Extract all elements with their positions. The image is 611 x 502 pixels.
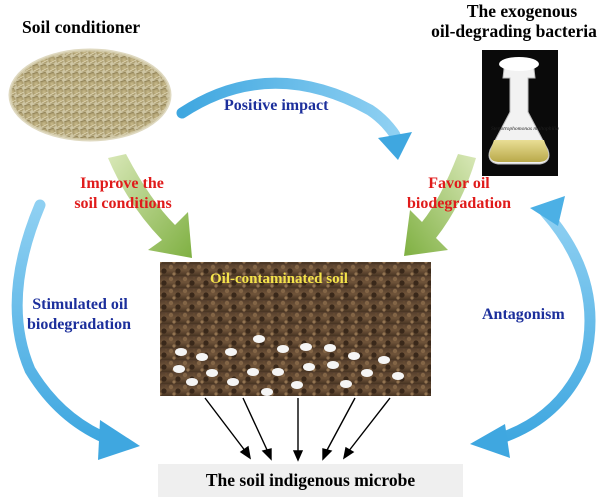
bacteria-label-line2: oil-degrading bacteria [431, 21, 597, 41]
microbe-dot [303, 363, 315, 371]
antagonism-label: Antagonism [482, 306, 565, 323]
microbe-dot [175, 348, 187, 356]
microbe-dot [327, 361, 339, 369]
microbe-dot [253, 335, 265, 343]
microbe-dot [291, 381, 303, 389]
indigenous-microbe-label: The soil indigenous microbe [205, 470, 416, 490]
favor-green-arrow [404, 154, 476, 256]
microbe-dot [227, 378, 239, 386]
microbe-dot [348, 352, 360, 360]
microbe-dot [247, 368, 259, 376]
microbe-dot [196, 353, 208, 361]
microbe-dot [261, 388, 273, 396]
stimulated-label-line1: Stimulated oil [32, 296, 128, 313]
microbe-dot [392, 372, 404, 380]
microbe-arrows [204, 397, 391, 462]
microbe-dots [173, 335, 404, 396]
black-arrow [347, 397, 391, 453]
black-arrow [204, 397, 247, 453]
microbe-dot [324, 344, 336, 352]
black-arrow [242, 397, 269, 453]
black-arrow [325, 397, 356, 453]
indigenous-microbe-box: The soil indigenous microbe [158, 464, 463, 497]
microbe-dot [186, 378, 198, 386]
positive-impact-label: Positive impact [224, 97, 329, 114]
microbe-dot [272, 368, 284, 376]
favor-label-line2: biodegradation [406, 195, 511, 212]
microbe-dot [173, 365, 185, 373]
soil-conditioner-image [8, 48, 172, 142]
stimulated-arrow [11, 199, 140, 460]
bacteria-flask-image [482, 50, 558, 176]
improve-label-line1: Improve the [80, 175, 164, 192]
bacteria-label-line1: The exogenous [466, 1, 578, 21]
antagonism-arrow [470, 196, 596, 458]
microbe-dot [378, 356, 390, 364]
stimulated-label-line2: biodegradation [26, 316, 131, 333]
improve-green-arrow [108, 154, 192, 258]
favor-label-line1: Favor oil [428, 175, 490, 192]
microbe-dot [340, 380, 352, 388]
oil-soil-label: Oil-contaminated soil [210, 271, 348, 287]
microbe-dot [300, 343, 312, 351]
positive-impact-arrow [176, 77, 412, 160]
oil-contaminated-soil-image [160, 262, 431, 396]
soil-conditioner-label: Soil conditioner [22, 17, 141, 37]
microbe-dot [206, 369, 218, 377]
flask-label: Stenotrophomonas maltophilia [491, 126, 559, 132]
microbe-dot [277, 345, 289, 353]
improve-label-line2: soil conditions [74, 195, 172, 212]
microbe-dot [361, 369, 373, 377]
microbe-dot [225, 348, 237, 356]
